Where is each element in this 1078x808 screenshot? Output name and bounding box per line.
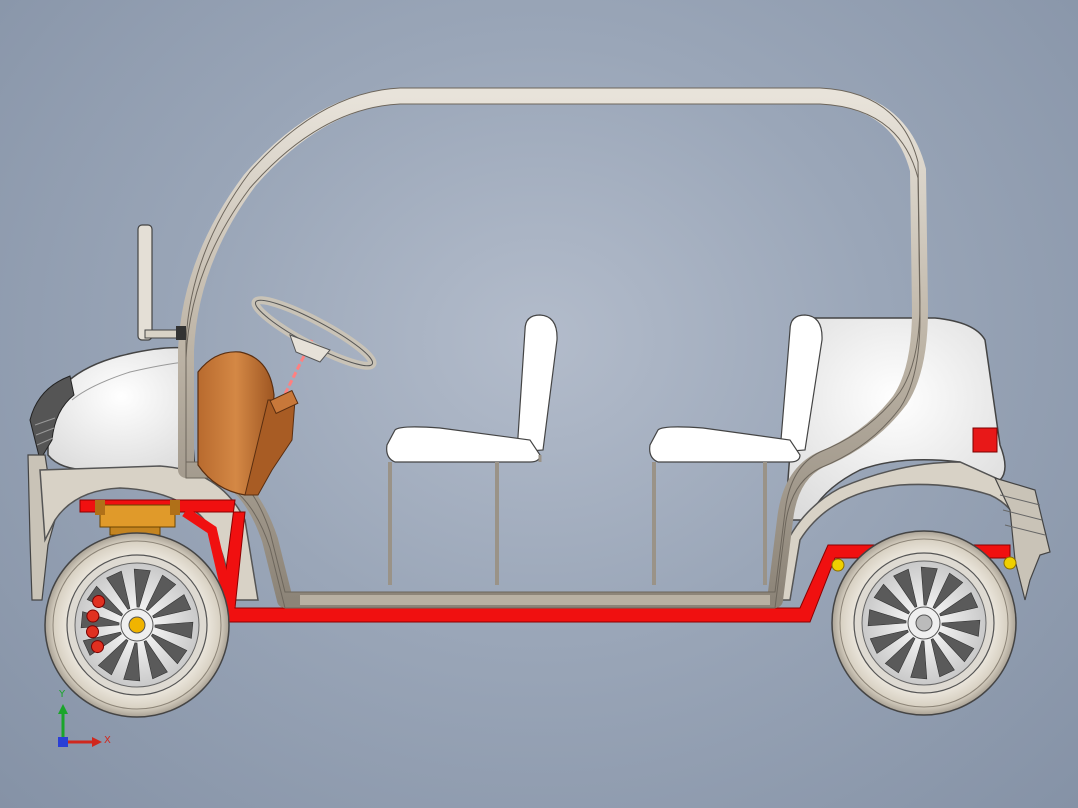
tail-light — [972, 427, 998, 453]
front-wheel — [44, 532, 230, 718]
rear-wheel — [831, 530, 1017, 716]
rear-mount-right — [1003, 556, 1017, 570]
front-suspension-bracket — [95, 500, 180, 536]
middle-seat — [386, 314, 558, 585]
rear-mount-left — [831, 558, 845, 572]
triad-y-label: Y — [59, 689, 66, 700]
roll-cage — [178, 87, 928, 609]
coordinate-triad — [58, 704, 102, 747]
triad-x-label: X — [104, 735, 111, 746]
side-mirror — [137, 224, 186, 341]
hub-cap — [915, 614, 933, 632]
driver-seat — [197, 351, 296, 496]
triad-z-axis — [58, 737, 68, 747]
steering-assembly — [251, 296, 377, 415]
chassis-frame — [79, 499, 1017, 623]
hub-cap — [128, 616, 146, 634]
rear-seat — [649, 314, 823, 585]
rear-body — [769, 317, 1051, 601]
